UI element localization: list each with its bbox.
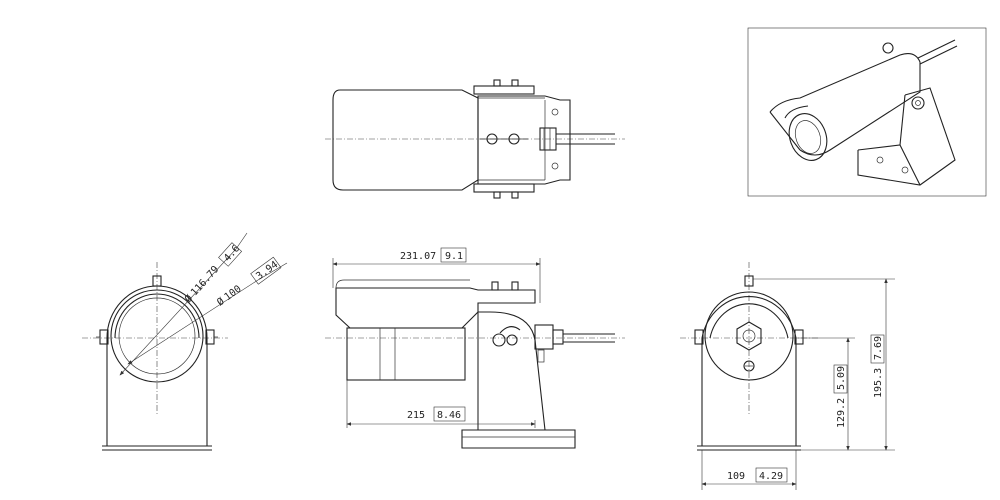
center-height-label: 129.2: [836, 398, 847, 428]
total-height-inch: 7.69: [873, 336, 884, 360]
rear-view: 129.2 5.09 195.3 7.69 109 4.29: [680, 262, 895, 490]
front-view: Ø116.79 4.6 Ø100 3.94: [82, 232, 288, 451]
top-view: [325, 79, 625, 199]
body-length-label: 215: [407, 410, 425, 421]
isometric-view: [747, 27, 987, 197]
side-view: 231.07 9.1 215 8.46: [325, 247, 625, 449]
base-width-label: 109: [727, 471, 745, 482]
overall-length-inch: 9.1: [445, 251, 463, 262]
center-height-inch: 5.09: [836, 366, 847, 390]
body-length-inch: 8.46: [437, 410, 461, 421]
base-width-inch: 4.29: [759, 471, 783, 482]
total-height-label: 195.3: [873, 368, 884, 398]
inner-diameter-label: Ø100: [215, 283, 244, 309]
overall-length-label: 231.07: [400, 251, 436, 262]
